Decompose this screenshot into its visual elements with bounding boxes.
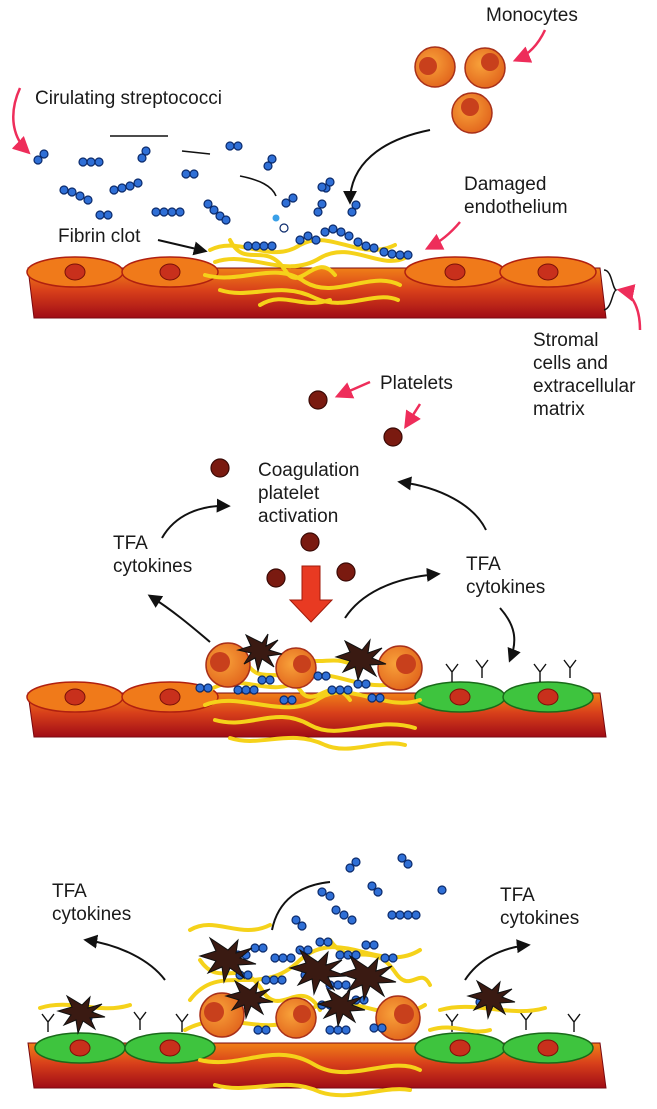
tfa-line: TFA — [466, 554, 501, 575]
endothelial-cells-2 — [26, 681, 594, 713]
flow-lines-1 — [110, 135, 277, 197]
adherent-monocytes — [205, 642, 423, 691]
monocytes-pointer — [512, 29, 547, 63]
free-platelets — [210, 390, 403, 588]
panel-3 — [27, 853, 607, 1098]
tfa-line: TFA — [500, 885, 535, 906]
empty-bacterium — [279, 223, 289, 233]
monocytes — [414, 46, 506, 134]
cytokines-line: cytokines — [113, 556, 193, 577]
panel-2 — [26, 380, 607, 751]
circulating-streptococci — [33, 141, 361, 225]
activated-platelets-2 — [236, 633, 387, 682]
stromal-pointer — [616, 284, 642, 331]
tfa-cytokines-right-3: TFA cytokines — [500, 884, 579, 930]
stromal-label-line-3: extracellular — [533, 376, 636, 397]
platelets-pointer-1 — [334, 380, 371, 399]
coagulation-line-3: activation — [258, 506, 339, 527]
monocyte-arrow — [343, 129, 431, 205]
tfa-cytokines-left-3: TFA cytokines — [52, 880, 131, 926]
bacteria-layer-1 — [243, 177, 413, 260]
monocytes-label: Monocytes — [486, 5, 578, 26]
receptors-2 — [445, 659, 577, 682]
streptococci-label: Cirulating streptococci — [35, 88, 222, 109]
cytokines-line: cytokines — [500, 908, 580, 929]
monocytes-3 — [199, 992, 421, 1041]
endothelium-pointer — [424, 221, 461, 250]
tfa-cytokines-right-2: TFA cytokines — [466, 553, 545, 599]
stromal-label-line-2: cells and — [533, 353, 608, 374]
receptors-3 — [41, 1011, 581, 1032]
panel-1 — [11, 29, 642, 331]
release-arrows — [83, 881, 531, 981]
platelets-label: Platelets — [380, 373, 453, 394]
fibrin-arrow — [157, 239, 208, 256]
single-bacterium — [272, 214, 280, 222]
platelets-pointer-2 — [404, 403, 422, 429]
damaged-label-line-2: endothelium — [464, 197, 568, 218]
coagulation-line-1: Coagulation — [258, 460, 360, 481]
streptococci-pointer — [11, 87, 31, 155]
stromal-label-line-1: Stromal — [533, 330, 599, 351]
activation-arrows — [147, 476, 521, 663]
coagulation-line-2: platelet — [258, 483, 320, 504]
cytokines-line: cytokines — [466, 577, 546, 598]
tfa-line: TFA — [113, 533, 148, 554]
endothelial-cells-3 — [34, 1032, 594, 1064]
fibrin-clot-label: Fibrin clot — [58, 226, 141, 247]
cytokines-line: cytokines — [52, 904, 132, 925]
damaged-endothelium-label: Damaged endothelium — [464, 173, 568, 219]
activated-platelets-3 — [56, 936, 516, 1035]
damaged-label-line-1: Damaged — [464, 174, 547, 195]
stromal-label-line-4: matrix — [533, 399, 585, 420]
stromal-label: Stromal cells and extracellular matrix — [533, 329, 635, 421]
big-down-arrow — [288, 565, 334, 623]
tfa-cytokines-left-2: TFA cytokines — [113, 532, 192, 578]
endothelial-cells-1 — [26, 256, 597, 288]
bacteria-layer-2 — [195, 671, 385, 705]
stromal-brace — [603, 269, 618, 311]
coagulation-label: Coagulation platelet activation — [258, 459, 359, 528]
tfa-line: TFA — [52, 881, 87, 902]
